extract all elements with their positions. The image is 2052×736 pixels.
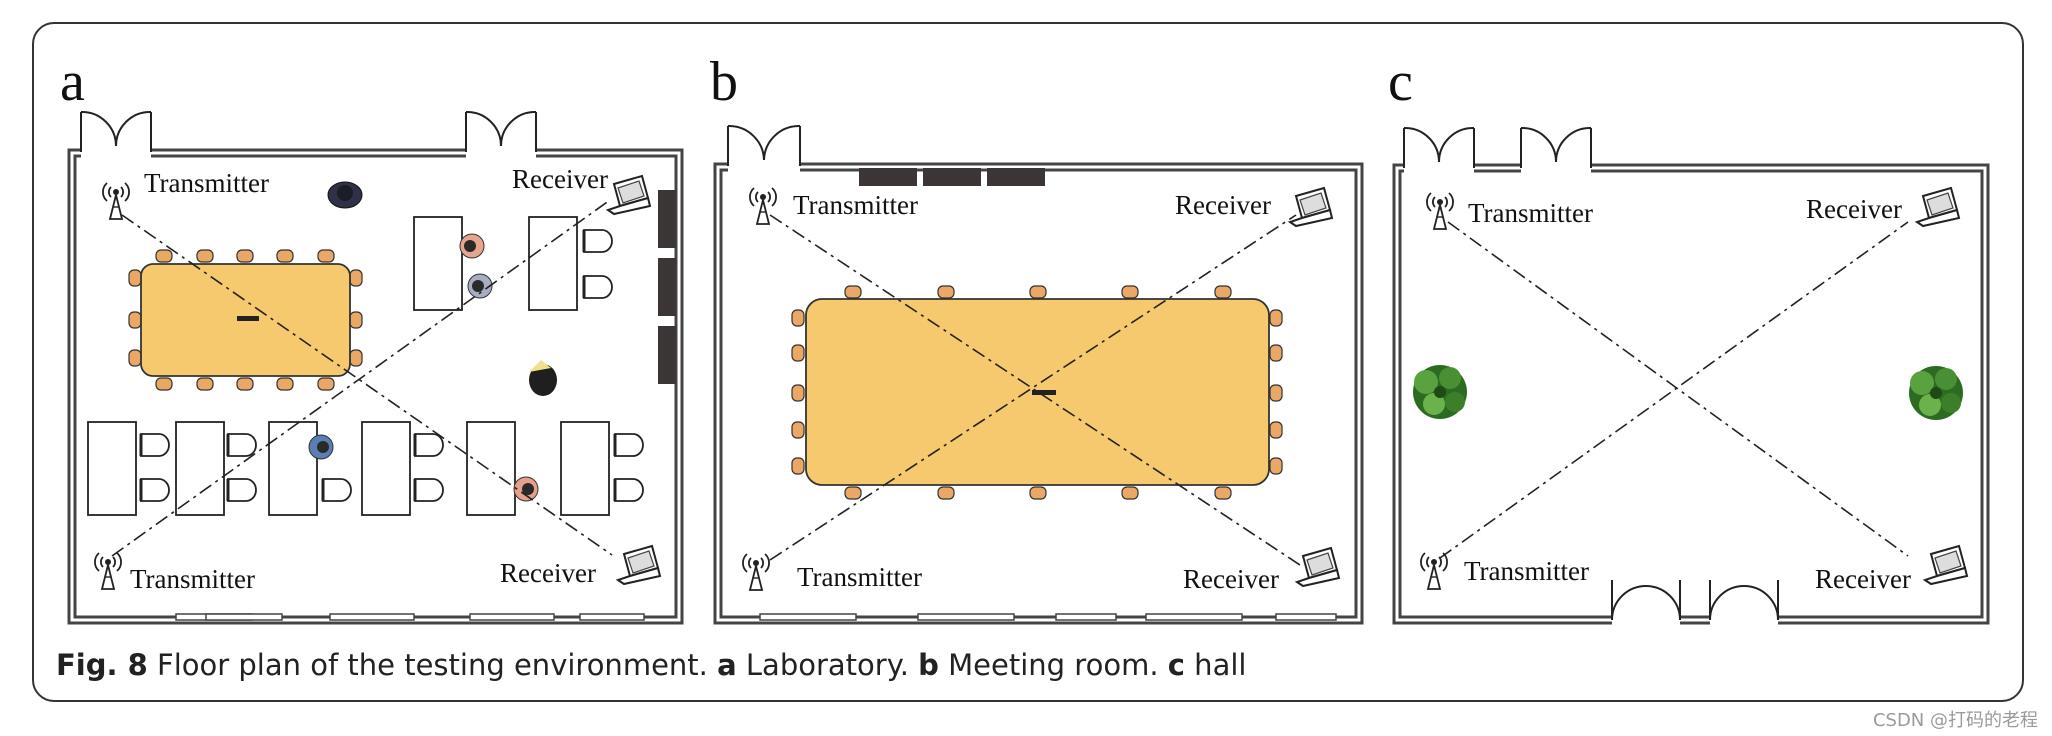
panel-b-receiver-top-label: Receiver	[1175, 190, 1271, 220]
panel-a-receiver-top-label: Receiver	[512, 164, 608, 194]
panel-a-conference-table	[128, 249, 363, 391]
panel-a-people	[308, 181, 557, 502]
panel-b-windows	[759, 613, 1337, 621]
panel-a-doors	[80, 110, 537, 152]
panel-a-desks-lower	[87, 421, 645, 516]
panel-b-door	[727, 124, 801, 166]
panel-a-laboratory: a	[60, 51, 684, 625]
panel-a-cabinets	[658, 190, 676, 384]
panel-c-walls	[1392, 163, 1990, 625]
panel-b-meeting-room: b	[710, 51, 1364, 625]
panel-c-receiver-top-label: Receiver	[1806, 194, 1902, 224]
figure-caption: Fig. 8 Floor plan of the testing environ…	[56, 645, 1246, 685]
caption-text-4: hall	[1184, 648, 1247, 682]
panel-a-transmitter-bottom-label: Transmitter	[130, 564, 255, 594]
panel-c-letter: c	[1388, 51, 1413, 113]
panel-a-letter: a	[60, 51, 85, 113]
caption-text-2: Laboratory.	[736, 648, 919, 682]
panel-c-transmitter-bottom-label: Transmitter	[1464, 556, 1589, 586]
panel-b-cabinets	[859, 168, 1045, 186]
panel-b-letter: b	[710, 51, 738, 113]
panel-b-transmitter-top-label: Transmitter	[793, 190, 918, 220]
panel-b-signal-paths	[769, 214, 1301, 566]
panel-c-signal-paths	[1439, 221, 1909, 559]
panel-a-windows	[175, 613, 645, 621]
panel-a-signal-paths	[111, 199, 613, 557]
panel-a-transmitter-top-label: Transmitter	[144, 168, 269, 198]
panel-c-hall: c	[1388, 51, 1990, 630]
panel-b-conference-table	[791, 285, 1283, 500]
panel-c-plant-left	[1413, 365, 1467, 419]
caption-text-1: Floor plan of the testing environment.	[147, 648, 718, 682]
watermark: CSDN @打码的老程	[1872, 710, 2038, 731]
panel-c-doors	[1403, 126, 1779, 621]
panel-c-receiver-bottom-label: Receiver	[1815, 564, 1911, 594]
panel-b-receiver-bottom-label: Receiver	[1183, 564, 1279, 594]
caption-label-a: a	[717, 648, 737, 682]
caption-text-3: Meeting room.	[938, 648, 1168, 682]
panel-a-receiver-bottom-label: Receiver	[500, 558, 596, 588]
panel-a-desks-upper	[413, 216, 614, 311]
caption-label-b: b	[918, 648, 939, 682]
caption-label-c: c	[1167, 648, 1185, 682]
caption-figure-number: Fig. 8	[56, 648, 148, 682]
panel-c-transmitter-top-label: Transmitter	[1468, 198, 1593, 228]
panel-b-transmitter-bottom-label: Transmitter	[797, 562, 922, 592]
panel-c-plant-right	[1909, 366, 1963, 420]
